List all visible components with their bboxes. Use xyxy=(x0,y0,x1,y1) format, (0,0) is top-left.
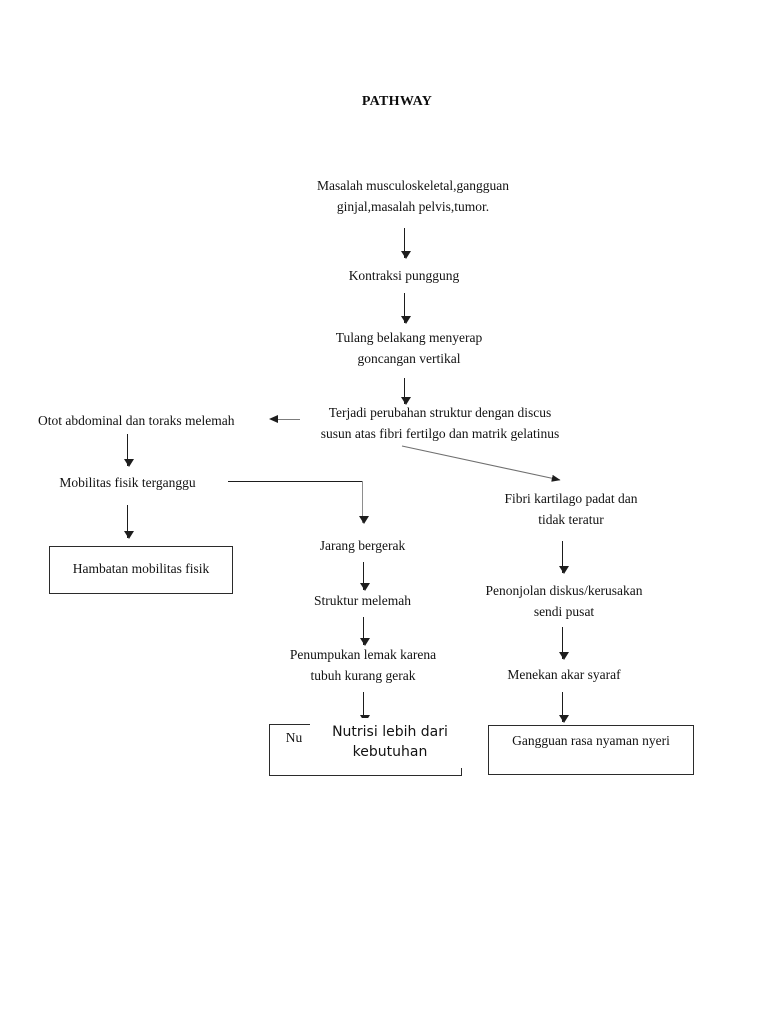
node-struktur-melemah: Struktur melemah xyxy=(313,593,412,608)
connector-tulang-to-perubahan xyxy=(400,378,411,405)
node-terjadi-perubahan-struktur: Terjadi perubahan struktur dengan discus… xyxy=(320,405,560,441)
connector-otot-to-mobilitas xyxy=(123,434,134,467)
connector-mobilitas-to-hambatan xyxy=(123,505,134,539)
connector-perubahan-to-otot xyxy=(269,415,300,424)
connector-mobilitas-elbow-horizontal xyxy=(228,481,362,482)
node-kontraksi-punggung: Kontraksi punggung xyxy=(348,268,460,283)
connector-perubahan-to-fibri xyxy=(401,445,561,482)
box-nutrisi-lebih-dari-kebutuhan-label: Nutrisi lebih dari kebutuhan xyxy=(332,724,448,761)
node-penumpukan-lemak: Penumpukan lemak karena tubuh kurang ger… xyxy=(289,647,437,683)
connector-kontraksi-to-tulang xyxy=(400,293,411,324)
box-gangguan-rasa-nyaman-nyeri-label: Gangguan rasa nyaman nyeri xyxy=(512,733,670,748)
box-nutrisi-lebih-dari-kebutuhan[interactable] xyxy=(310,718,463,768)
node-menekan-akar-syaraf: Menekan akar syaraf xyxy=(507,667,621,682)
connector-mobilitas-elbow-vertical xyxy=(358,481,369,524)
connector-penonjolan-to-menekan xyxy=(558,627,569,660)
box-hambatan-mobilitas-fisik[interactable] xyxy=(49,546,233,594)
node-masalah-musculoskeletal: Masalah musculoskeletal,gangguan ginjal,… xyxy=(317,178,509,214)
box-gangguan-rasa-nyaman-nyeri[interactable] xyxy=(488,725,694,775)
connector-jarang-to-struktur xyxy=(359,562,370,591)
box-hambatan-mobilitas-fisik-label: Hambatan mobilitas fisik xyxy=(72,561,210,576)
box-nutrisi-occluded-label: Nu xyxy=(285,730,303,745)
node-tulang-belakang: Tulang belakang menyerap goncangan verti… xyxy=(335,330,483,366)
node-penonjolan-diskus: Penonjolan diskus/kerusakan sendi pusat xyxy=(485,583,643,619)
connector-root-to-kontraksi xyxy=(400,228,411,259)
node-mobilitas-fisik-terganggu: Mobilitas fisik terganggu xyxy=(59,475,196,490)
node-fibri-kartilago: Fibri kartilago padat dan tidak teratur xyxy=(504,491,638,527)
connector-fibri-to-penonjolan xyxy=(558,541,569,574)
node-jarang-bergerak: Jarang bergerak xyxy=(319,538,406,553)
connector-struktur-to-penumpukan xyxy=(359,617,370,646)
page-title: PATHWAY xyxy=(361,94,433,109)
connector-menekan-to-gangguan xyxy=(558,692,569,723)
node-otot-abdominal: Otot abdominal dan toraks melemah xyxy=(38,413,235,428)
